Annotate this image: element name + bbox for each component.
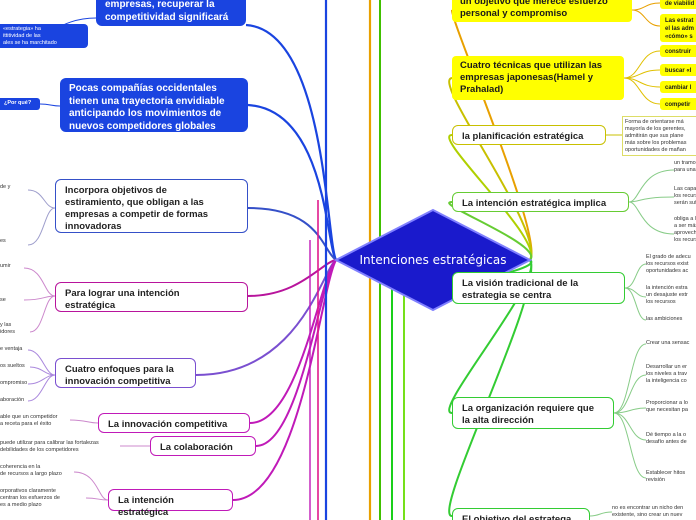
vision-note-1[interactable]: El grado de adecu los recursos exist opo… <box>646 254 691 274</box>
organizacion-note-5[interactable]: Establecer hitos revisión <box>646 470 686 483</box>
innovacion-note[interactable]: able que un competidor a receta para el … <box>0 414 58 427</box>
esfuerzo-note-1[interactable]: de viabilid <box>660 0 696 9</box>
intencion-note-2[interactable]: orporativos claramente centran los esfue… <box>0 488 60 508</box>
node-incorpora-objetivos[interactable]: Incorpora objetivos de estiramiento, que… <box>55 179 248 233</box>
tecnica-4[interactable]: competir <box>660 98 696 110</box>
organizacion-note-4[interactable]: Dé tiempo a la o desafío antes de <box>646 432 687 445</box>
para-lograr-note-2[interactable]: se <box>0 297 6 303</box>
why-label: ¿Por qué? <box>4 100 32 106</box>
enfoques-note-2[interactable]: os sueltos <box>0 363 25 369</box>
incorpora-note-2[interactable]: es <box>0 238 6 244</box>
para-lograr-note-3[interactable]: y las idores <box>0 322 15 335</box>
node-pocas-companias[interactable]: Pocas compañías occidentales tienen una … <box>60 78 248 132</box>
node-planificacion[interactable]: la planificación estratégica <box>452 125 606 145</box>
organizacion-note-3[interactable]: Proporcionar a lo que necesitan pa <box>646 400 688 413</box>
central-topic[interactable]: Intenciones estratégicas <box>359 253 507 267</box>
node-colaboracion[interactable]: La colaboración <box>150 436 256 456</box>
enfoques-note-1[interactable]: e ventaja <box>0 346 23 352</box>
incorpora-note-1[interactable]: de y <box>0 184 11 190</box>
node-intencion-estrategica-left[interactable]: La intención estratégica <box>108 489 233 518</box>
node-cuatro-tecnicas[interactable]: Cuatro técnicas que utilizan las empresa… <box>452 56 624 100</box>
colaboracion-note[interactable]: puede utilizar para calibrar las fortale… <box>0 440 99 453</box>
objetivo-note[interactable]: no es encontrar un nicho den existente, … <box>612 505 684 518</box>
tecnica-1[interactable]: construir <box>660 45 696 57</box>
implica-note-2[interactable]: Las capacidades los recursos actual será… <box>674 186 696 206</box>
node-objetivo-esfuerzo[interactable]: un objetivo que merece esfuerzo personal… <box>452 0 632 22</box>
implica-note-3[interactable]: obliga a la orga a ser más inven aprovec… <box>674 216 696 243</box>
node-cuatro-enfoques[interactable]: Cuatro enfoques para la innovación compe… <box>55 358 196 388</box>
top-left-note-text: «estrategia» ha ittitividad de las ales … <box>3 26 57 46</box>
node-para-lograr[interactable]: Para lograr una intención estratégica <box>55 282 248 312</box>
node-objetivo-estratega[interactable]: El objetivo del estratega <box>452 508 590 520</box>
tecnica-2[interactable]: buscar «l <box>660 64 696 76</box>
node-implica[interactable]: La intención estratégica implica <box>452 192 629 212</box>
planificacion-note[interactable]: Forma de orientarse má mayoría de los ge… <box>622 116 696 156</box>
node-organizacion[interactable]: La organización requiere que la alta dir… <box>452 397 614 429</box>
intencion-note-1[interactable]: coherencia en la de recursos a largo pla… <box>0 464 62 477</box>
top-left-note[interactable]: «estrategia» ha ittitividad de las ales … <box>0 24 88 48</box>
enfoques-note-4[interactable]: aboración <box>0 397 25 403</box>
node-innovacion-competitiva[interactable]: La innovación competitiva <box>98 413 250 433</box>
why-node[interactable]: ¿Por qué? <box>0 98 40 110</box>
tecnica-3[interactable]: cambiar l <box>660 81 696 93</box>
node-recuperar-competitividad[interactable]: empresas, recuperar la competitividad si… <box>96 0 246 26</box>
organizacion-note-1[interactable]: Crear una sensac <box>646 340 690 346</box>
vision-note-3[interactable]: las ambiciones <box>646 316 683 322</box>
vision-note-2[interactable]: la intención estra un desajuste extr los… <box>646 285 688 305</box>
node-vision-tradicional[interactable]: La visión tradicional de la estrategia s… <box>452 272 625 304</box>
esfuerzo-note-2[interactable]: Las estrat el las adm «cómo» s <box>660 14 696 42</box>
implica-note-1[interactable]: un tramo consi para una organ <box>674 160 696 173</box>
organizacion-note-2[interactable]: Desarrollar un er los niveles a trav la … <box>646 364 687 384</box>
enfoques-note-3[interactable]: ompromiso <box>0 380 28 386</box>
para-lograr-note-1[interactable]: umir <box>0 263 11 269</box>
